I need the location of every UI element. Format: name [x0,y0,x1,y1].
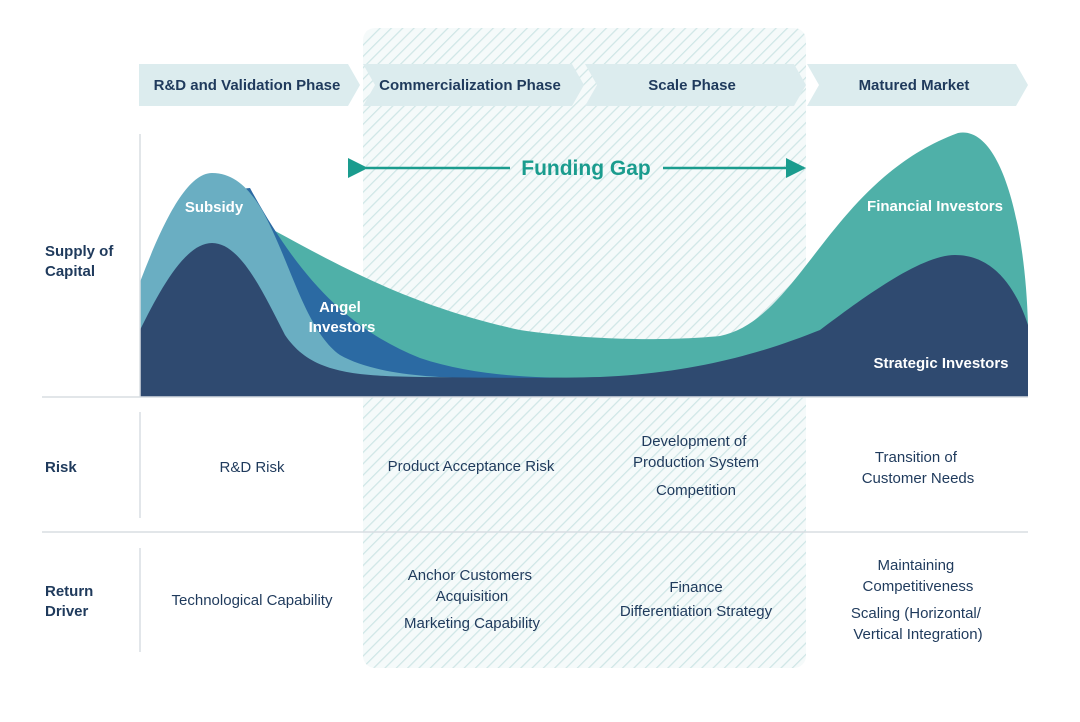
risk-scale-competition: Competition [656,482,736,499]
return-rd: Technological Capability [172,592,333,609]
return-commercialization-anchor-line-2: Acquisition [436,588,509,605]
risk-matured-line-2: Customer Needs [862,470,975,487]
row-label-return-driver: Return Driver [45,583,98,620]
label-strategic-investors: Strategic Investors [873,355,1008,372]
label-financial-investors: Financial Investors [867,198,1003,215]
area-strategic-investors [140,243,1028,397]
label-angel-investors: Angel Investors [309,299,376,336]
phase-header: R&D and Validation Phase Commercializati… [139,64,1028,106]
return-matured-scaling-line-2: Vertical Integration) [853,626,982,643]
phase-label-matured: Matured Market [859,77,970,94]
risk-matured: Transition of Customer Needs [862,449,975,487]
return-matured-scaling-line-1: Scaling (Horizontal/ [851,605,982,622]
funding-gap-label: Funding Gap [521,157,650,180]
row-label-return-line-1: Return [45,583,93,600]
row-label-supply-of-capital: Supply of Capital [45,243,118,280]
risk-scale-production-line-2: Production System [633,454,759,471]
row-label-risk: Risk [45,459,77,476]
return-scale-finance: Finance [669,579,722,596]
phase-chevron-scale [585,64,806,106]
return-matured-competitiveness-line-2: Competitiveness [863,578,974,595]
phase-label-rd: R&D and Validation Phase [154,77,341,94]
capital-supply-chart [140,132,1028,397]
row-label-supply-line-1: Supply of [45,243,114,260]
row-label-return-line-2: Driver [45,603,89,620]
return-commercialization-anchor-line-1: Anchor Customers [408,567,532,584]
risk-row: R&D Risk Product Acceptance Risk Develop… [219,433,974,499]
label-angel-line-1: Angel [319,299,361,316]
return-matured-scaling: Scaling (Horizontal/ Vertical Integratio… [851,605,985,643]
row-label-supply-line-2: Capital [45,263,95,280]
label-subsidy: Subsidy [185,199,244,216]
phase-chevron-matured [807,64,1028,106]
risk-scale-production: Development of Production System [633,433,759,471]
risk-matured-line-1: Transition of [875,449,958,466]
funding-gap-indicator: Funding Gap [348,157,806,180]
return-commercialization-marketing: Marketing Capability [404,615,540,632]
return-driver-row: Technological Capability Anchor Customer… [172,557,985,643]
risk-rd: R&D Risk [219,459,285,476]
phase-chevron-commercialization [363,64,584,106]
phase-label-scale: Scale Phase [648,77,736,94]
risk-commercialization: Product Acceptance Risk [388,458,555,475]
return-matured-competitiveness: Maintaining Competitiveness [863,557,974,595]
return-commercialization-anchor: Anchor Customers Acquisition [408,567,536,605]
table-gridlines [42,134,1028,652]
risk-scale-production-line-1: Development of [641,433,747,450]
return-scale-differentiation: Differentiation Strategy [620,603,773,620]
label-angel-line-2: Investors [309,319,376,336]
return-matured-competitiveness-line-1: Maintaining [878,557,955,574]
phase-label-commercialization: Commercialization Phase [379,77,561,94]
phase-chevron-rd [139,64,360,106]
